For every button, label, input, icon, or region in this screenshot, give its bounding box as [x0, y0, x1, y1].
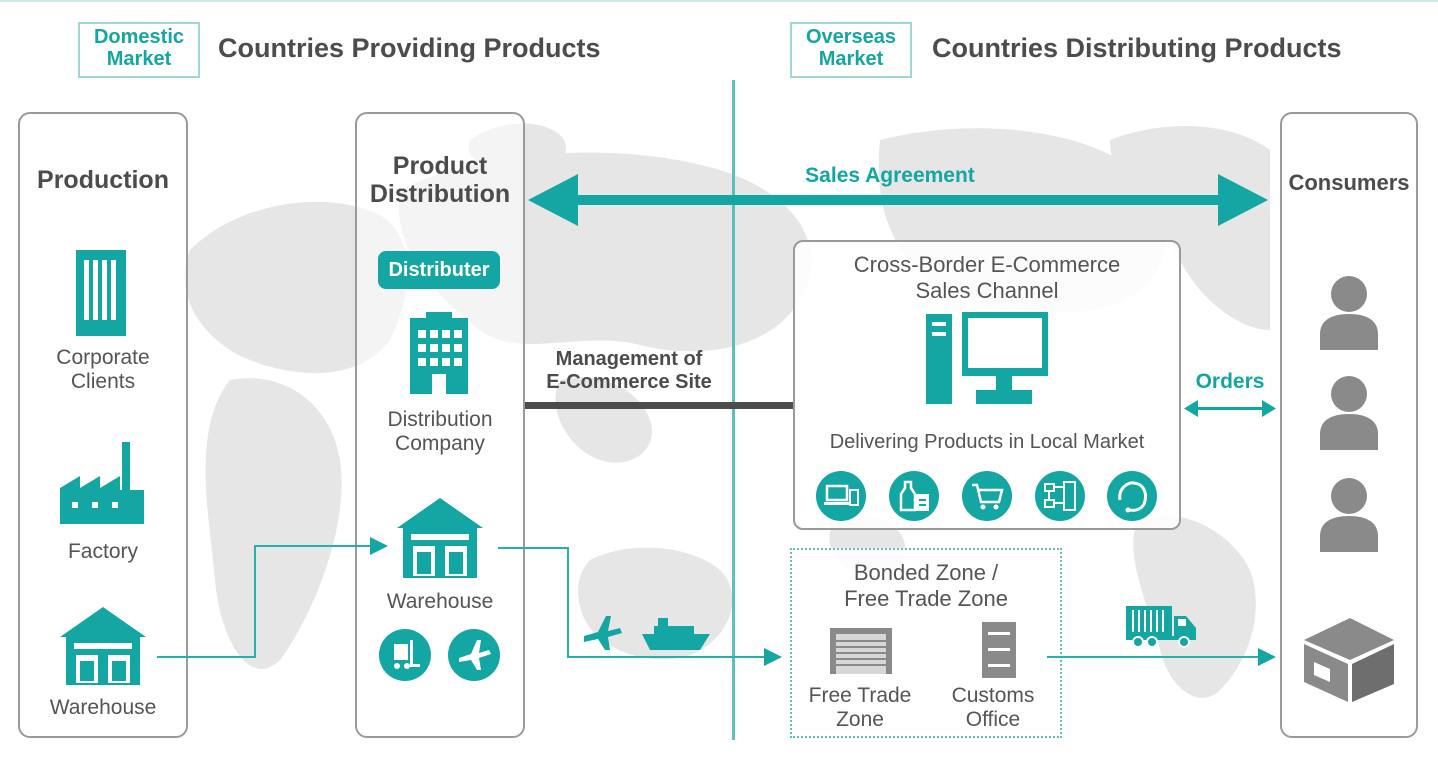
production-title: Production — [37, 166, 169, 194]
airplane-icon — [584, 616, 622, 650]
factory-icon — [60, 442, 144, 524]
cart-icon — [962, 471, 1012, 521]
customs-office-icon — [982, 622, 1016, 678]
management-line1: Management of — [555, 348, 703, 370]
free-trade-line2: Zone — [836, 708, 884, 731]
distribution-title: Product Distribution — [355, 152, 525, 208]
delivery-truck-icon — [1126, 606, 1196, 648]
distribution-warehouse-label: Warehouse — [386, 590, 494, 613]
overseas-market-tag: Overseas Market — [790, 22, 912, 78]
domestic-market-tag: Domestic Market — [78, 22, 200, 78]
cross-border-title: Cross-Border E-Commerce Sales Channel — [793, 252, 1181, 304]
overseas-tag-line2: Market — [818, 48, 884, 70]
orders-double-arrow — [1184, 400, 1276, 417]
arrowhead-3 — [1258, 648, 1276, 666]
corporate-clients-label: Corporate Clients — [18, 346, 188, 394]
distribution-company-building-icon — [410, 312, 468, 394]
flowchart-icon — [1035, 471, 1085, 521]
orders-label: Orders — [1195, 370, 1265, 393]
bonded-zone-box — [790, 548, 1062, 738]
domestic-title: Countries Providing Products — [218, 33, 601, 63]
distribution-title-line1: Product — [392, 152, 488, 180]
overseas-title: Countries Distributing Products — [932, 33, 1342, 63]
distribution-title-line2: Distribution — [369, 180, 511, 208]
computer-icon — [926, 312, 1048, 404]
package-box-icon — [1304, 618, 1394, 702]
bonded-zone-title: Bonded Zone / Free Trade Zone — [790, 560, 1062, 612]
bottle-document-icon — [889, 471, 939, 521]
production-to-distribution-line — [157, 545, 372, 658]
overseas-tag-line1: Overseas — [805, 26, 897, 48]
sales-agreement-label: Sales Agreement — [805, 164, 975, 187]
delivering-label: Delivering Products in Local Market — [829, 431, 1145, 453]
forklift-icon — [379, 629, 431, 681]
production-warehouse-label: Warehouse — [49, 696, 157, 719]
top-border — [0, 0, 1438, 2]
customs-line1: Customs — [951, 684, 1035, 707]
market-divider — [732, 80, 735, 740]
airplane-circle-icon — [448, 629, 500, 681]
headset-icon — [1107, 471, 1157, 521]
cargo-ship-icon — [642, 618, 710, 650]
domestic-tag-line1: Domestic — [93, 26, 185, 48]
distribution-company-label: Distribution Company — [355, 408, 525, 456]
consumers-title: Consumers — [1288, 170, 1410, 195]
bonded-title-line1: Bonded Zone / — [853, 560, 999, 585]
sales-agreement-arrow — [528, 174, 1268, 226]
corporate-line2: Clients — [70, 370, 136, 393]
management-label: Management of E-Commerce Site — [520, 348, 738, 394]
consumer-person-icon-1 — [1320, 276, 1378, 350]
customs-line2: Office — [965, 708, 1021, 731]
laptop-phone-icon — [816, 471, 866, 521]
distributer-badge: Distributer — [378, 251, 500, 289]
cross-border-title-line1: Cross-Border E-Commerce — [853, 252, 1121, 277]
corporate-building-icon — [76, 250, 126, 336]
domestic-tag-line2: Market — [106, 48, 172, 70]
arrowhead-2 — [764, 648, 782, 666]
arrowhead-1 — [370, 537, 388, 555]
bonded-title-line2: Free Trade Zone — [844, 586, 1008, 611]
corporate-line1: Corporate — [56, 346, 150, 369]
company-line2: Company — [395, 432, 485, 455]
customs-office-label: Customs Office — [928, 684, 1058, 732]
free-trade-zone-label: Free Trade Zone — [795, 684, 925, 732]
company-line1: Distribution — [387, 408, 493, 431]
distribution-column — [355, 112, 525, 738]
consumer-person-icon-2 — [1320, 376, 1378, 450]
management-line — [525, 402, 793, 409]
distribution-to-bonded-line — [498, 547, 768, 658]
free-trade-zone-shutter-icon — [830, 628, 892, 674]
production-warehouse-icon — [60, 607, 146, 685]
cross-border-title-line2: Sales Channel — [915, 278, 1059, 303]
management-line2: E-Commerce Site — [546, 371, 712, 393]
factory-label: Factory — [67, 540, 138, 563]
distribution-warehouse-icon — [397, 498, 483, 578]
consumer-person-icon-3 — [1320, 478, 1378, 552]
free-trade-line1: Free Trade — [808, 684, 912, 707]
